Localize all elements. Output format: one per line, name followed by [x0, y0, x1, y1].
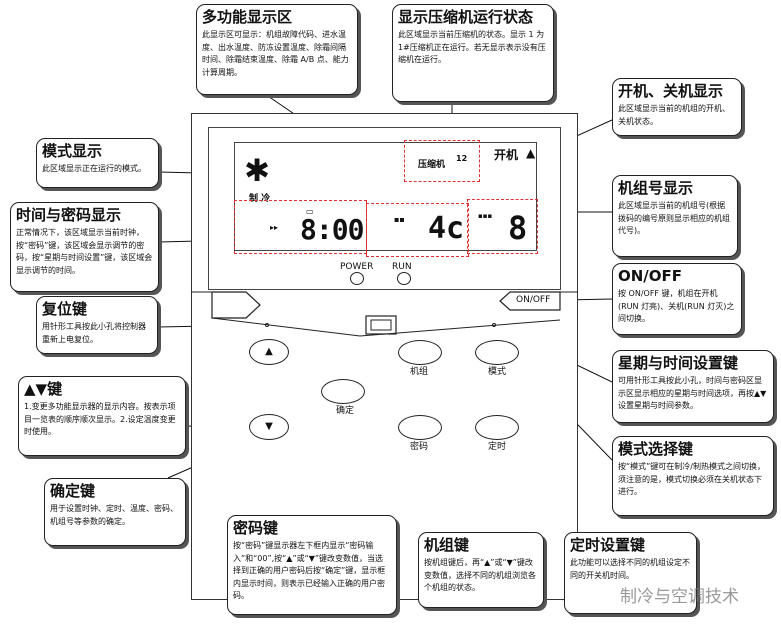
- callout-desc: 1.变更多功能显示器的显示内容。按表示项目一览表的顺序顺次显示。2.设定温度变更…: [24, 402, 176, 436]
- callout-multi-display: 多功能显示区 此显示区可显示：机组故障代码、进水温度、出水温度、防冻设置温度、除…: [196, 4, 358, 95]
- run-status-text: 开机: [494, 148, 519, 162]
- callout-title: 模式显示: [42, 142, 103, 160]
- callout-desc: 此区域显示正在运行的模式。: [42, 164, 146, 173]
- callout-desc: 此显示区可显示：机组故障代码、进水温度、出水温度、防冻设置温度、除霜间隔时间、除…: [202, 30, 349, 77]
- lcd-screen: [234, 142, 537, 251]
- unit-indicator-icon: ▪▪▪: [478, 212, 493, 220]
- unit-button-label: 机组: [410, 367, 429, 377]
- callout-password-key: 密码键 按“密码”键显示器左下框内显示“密码输入”和“00”,按“▲”或“▼”键…: [227, 515, 397, 615]
- callout-confirm: 确定键 用于设置时钟、定时、温度、密码、机组号等参数的确定。: [44, 478, 186, 546]
- callout-title: 星期与时间设置键: [618, 354, 739, 372]
- password-button[interactable]: [398, 415, 442, 440]
- callout-mode-display: 模式显示 此区域显示正在运行的模式。: [36, 138, 159, 188]
- callout-title: 多功能显示区: [202, 8, 293, 26]
- unit-digit: 8: [508, 209, 528, 247]
- callout-week-time: 星期与时间设置键 可用针形工具按此小孔，时间与密码区显示区显示相应的星期与时间选…: [612, 350, 774, 423]
- multi-display-region: [366, 203, 469, 257]
- callout-desc: 按机组键后，再“▲”或“▼”键改变数值，选择不同的机组浏览各个机组的状态。: [424, 558, 536, 592]
- password-button-label: 密码: [410, 442, 429, 452]
- callout-desc: 正常情况下，该区域显示当前时钟，按“密码”键，该区域会显示调节的密码，按“星期与…: [16, 228, 153, 275]
- callout-compressor: 显示压缩机运行状态 此区域显示当前压缩机的状态。显示 1 为1#压缩机正在运行。…: [392, 4, 554, 102]
- callout-reset: 复位键 用针形工具按此小孔将控制器重新上电复位。: [36, 296, 158, 354]
- down-arrow-icon: ▼: [265, 421, 273, 432]
- callout-updown: ▲▼键 1.变更多功能显示器的显示内容。按表示项目一览表的顺序顺次显示。2.设定…: [18, 376, 186, 456]
- up-button[interactable]: ▲: [249, 339, 289, 365]
- callout-title: 密码键: [233, 519, 279, 537]
- power-led: [350, 272, 364, 285]
- mode-button[interactable]: [475, 340, 519, 365]
- time-indicator-icon: ▸▸: [270, 223, 279, 232]
- compressor-label: 压缩机: [418, 160, 446, 170]
- snowflake-icon: ✱: [245, 145, 270, 191]
- mode-label: 制 冷: [249, 194, 271, 204]
- compressor-region: [404, 140, 480, 182]
- callout-title: ▲▼键: [24, 380, 63, 398]
- run-status-triangle-icon: ▲: [526, 146, 536, 160]
- display-frame: [208, 127, 561, 290]
- callout-title: 复位键: [42, 300, 88, 318]
- callout-desc: 用于设置时钟、定时、温度、密码、机组号等参数的确定。: [50, 504, 178, 526]
- timer-button-label: 定时: [488, 442, 507, 452]
- callout-desc: 可用针形工具按此小孔，时间与密码区显示区显示相应的星期与时间选项，再按▲▼设置星…: [618, 376, 767, 410]
- callout-title: 模式选择键: [618, 440, 694, 458]
- unit-button[interactable]: [398, 340, 442, 365]
- confirm-button-label: 确定: [336, 406, 355, 416]
- run-label: RUN: [392, 262, 412, 272]
- temp-indicator-icon: ▪▪: [394, 215, 405, 224]
- callout-desc: 用针形工具按此小孔将控制器重新上电复位。: [42, 322, 146, 344]
- callout-time-password: 时间与密码显示 正常情况下，该区域显示当前时钟，按“密码”键，该区域会显示调节的…: [10, 202, 159, 292]
- watermark: 制冷与空调技术: [620, 587, 739, 607]
- callout-desc: 此区域显示当前压缩机的状态。显示 1 为1#压缩机正在运行。若无显示表示没有压缩…: [398, 30, 546, 64]
- callout-onoff-key: ON/OFF 按 ON/OFF 键，机组在开机(RUN 灯亮)、关机(RUN 灯…: [612, 263, 742, 335]
- callout-title: 确定键: [50, 482, 96, 500]
- callout-desc: 按“密码”键显示器左下框内显示“密码输入”和“00”,按“▲”或“▼”键改变数值…: [233, 541, 386, 600]
- power-label: POWER: [340, 262, 374, 272]
- callout-timer-key: 定时设置键 此功能可以选择不同的机组设定不同的开关机时间。: [564, 532, 697, 614]
- time-top-icon: ▭: [306, 207, 314, 216]
- callout-title: 定时设置键: [570, 536, 646, 554]
- unit-region: [467, 199, 538, 254]
- callout-unit-no: 机组号显示 此区域显示当前的机组号(根据拨码的编号原则显示相应的机组代号)。: [612, 175, 738, 257]
- callout-title: 开机、关机显示: [618, 82, 724, 100]
- callout-desc: 此区域显示当前的机组的开机、关机状态。: [618, 104, 730, 126]
- week-time-hole[interactable]: [492, 323, 496, 327]
- callout-mode-key: 模式选择键 按“模式”键可在制冷/制热模式之间切换，须注意的是，模式切换必须在关…: [612, 436, 774, 516]
- callout-desc: 此功能可以选择不同的机组设定不同的开关机时间。: [570, 558, 690, 580]
- callout-desc: 按 ON/OFF 键，机组在开机(RUN 灯亮)、关机(RUN 灯灭)之间切换。: [618, 289, 735, 323]
- reset-hole[interactable]: [265, 323, 269, 327]
- callout-title: ON/OFF: [618, 267, 683, 285]
- callout-title: 机组号显示: [618, 179, 694, 197]
- callout-title: 显示压缩机运行状态: [398, 8, 534, 26]
- timer-button[interactable]: [475, 415, 519, 440]
- confirm-button[interactable]: [321, 379, 365, 404]
- time-region: [234, 200, 367, 254]
- onoff-button[interactable]: ON/OFF: [516, 295, 551, 305]
- temperature-digits: 4c: [428, 211, 465, 246]
- callout-title: 时间与密码显示: [16, 206, 122, 224]
- callout-desc: 按“模式”键可在制冷/制热模式之间切换，须注意的是，模式切换必须在关机状态下进行…: [618, 462, 765, 496]
- callout-unit-key: 机组键 按机组键后，再“▲”或“▼”键改变数值，选择不同的机组浏览各个机组的状态…: [418, 532, 544, 608]
- up-arrow-icon: ▲: [265, 346, 273, 357]
- mode-button-label: 模式: [488, 367, 507, 377]
- time-digits: 8:00: [300, 213, 364, 246]
- callout-title: 机组键: [424, 536, 470, 554]
- compressor-number: 12: [456, 154, 468, 163]
- down-button[interactable]: ▼: [249, 414, 289, 440]
- callout-on-off-display: 开机、关机显示 此区域显示当前的机组的开机、关机状态。: [612, 78, 742, 136]
- callout-desc: 此区域显示当前的机组号(根据拨码的编号原则显示相应的机组代号)。: [618, 201, 730, 235]
- run-led: [397, 272, 411, 285]
